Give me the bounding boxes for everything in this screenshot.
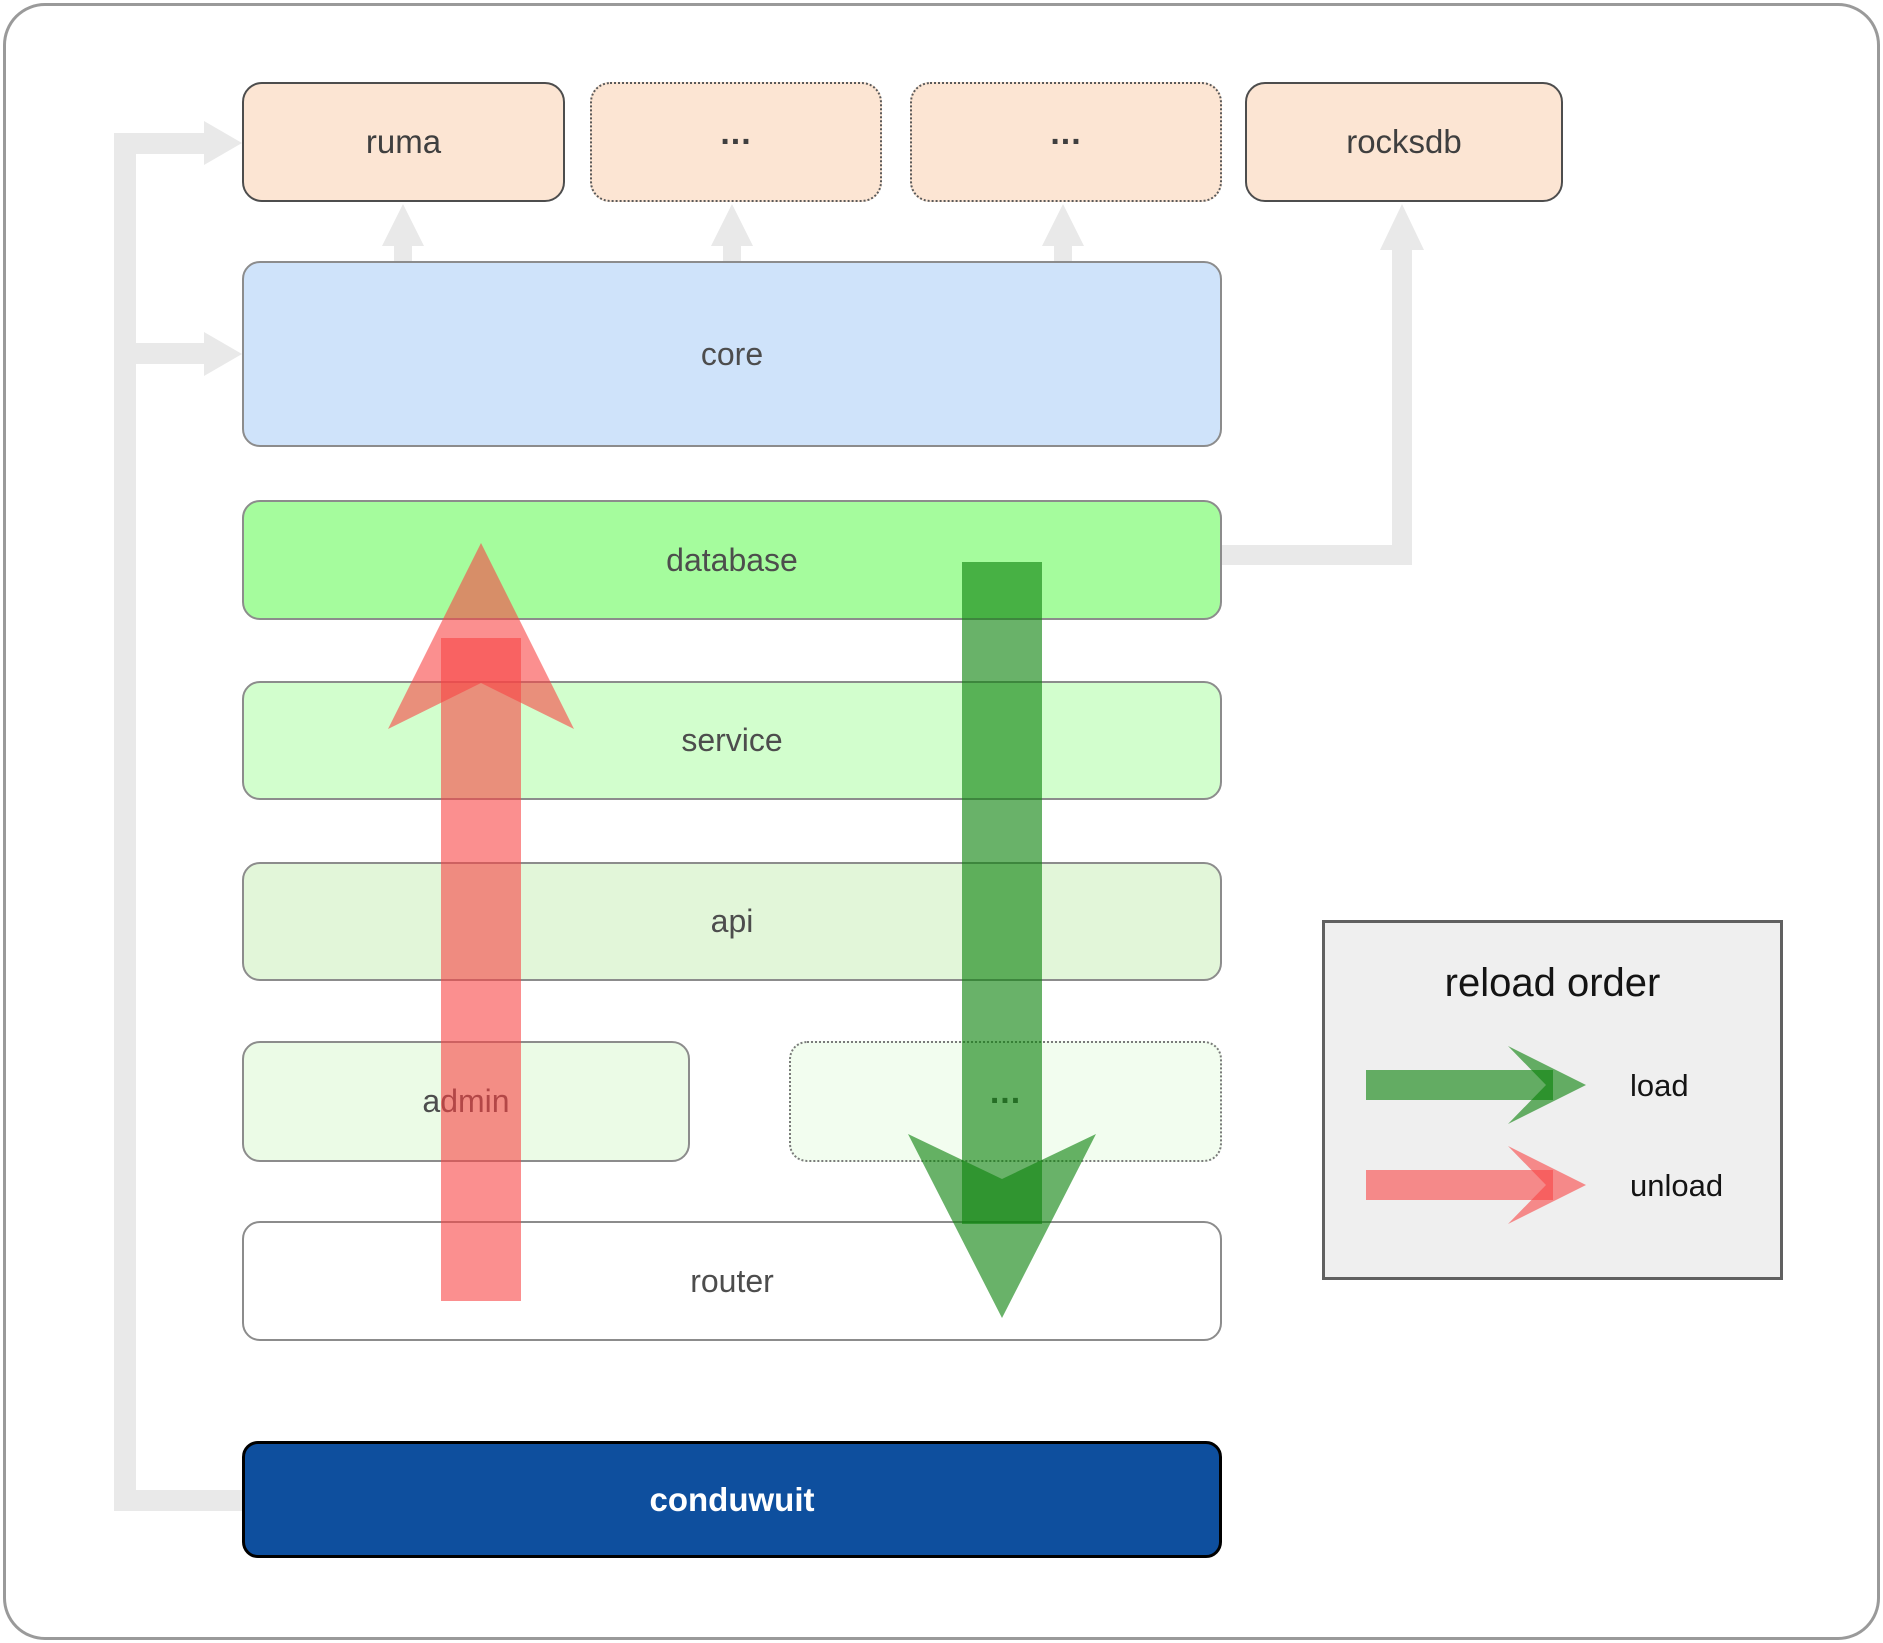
box-rocksdb: rocksdb: [1245, 82, 1563, 202]
box-core: core: [242, 261, 1222, 447]
box-admin-ellipsis: ...: [789, 1041, 1222, 1162]
box-dependency-ellipsis-2: ...: [910, 82, 1222, 202]
unload-arrow-icon: [1366, 1146, 1586, 1224]
arrowhead-to-core: [204, 332, 242, 376]
box-api-label: api: [710, 903, 754, 939]
core-to-dep-b-arrow: [1042, 204, 1084, 262]
box-dependency-ellipsis-1: ...: [590, 82, 882, 202]
box-service: service: [242, 681, 1222, 800]
box-router-label: router: [690, 1262, 774, 1299]
box-database: database: [242, 500, 1222, 620]
box-rocksdb-label: rocksdb: [1346, 123, 1462, 160]
legend-title: reload order: [1444, 961, 1661, 1005]
legend-reload-order: reload order load unload: [1322, 920, 1783, 1280]
legend-label-load: load: [1630, 1068, 1689, 1103]
ellipsis-label: ...: [720, 113, 752, 152]
box-ruma-label: ruma: [365, 123, 442, 160]
canvas-border: [3, 3, 1880, 1640]
box-conduwuit: conduwuit: [242, 1441, 1222, 1558]
ellipsis-label: ...: [989, 1073, 1022, 1111]
box-admin-label: admin: [422, 1083, 510, 1119]
box-admin: admin: [242, 1041, 690, 1162]
database-to-rocksdb-connector: [1222, 204, 1424, 565]
box-core-label: core: [700, 335, 764, 372]
conduwuit-dependency-connector: [114, 121, 242, 1511]
box-database-label: database: [666, 541, 798, 578]
box-api: api: [242, 862, 1222, 981]
legend-label-unload: unload: [1630, 1168, 1724, 1203]
arrowhead-to-rocksdb: [1380, 204, 1424, 250]
arrowhead-to-ruma: [204, 121, 242, 165]
box-router: router: [242, 1221, 1222, 1341]
core-to-dep-a-arrow: [711, 204, 753, 262]
load-arrow-icon: [1366, 1046, 1586, 1124]
ellipsis-label: ...: [1050, 113, 1082, 152]
core-to-ruma-arrow: [382, 204, 424, 262]
box-conduwuit-label: conduwuit: [649, 1480, 815, 1518]
box-ruma: ruma: [242, 82, 565, 202]
box-service-label: service: [681, 722, 783, 758]
